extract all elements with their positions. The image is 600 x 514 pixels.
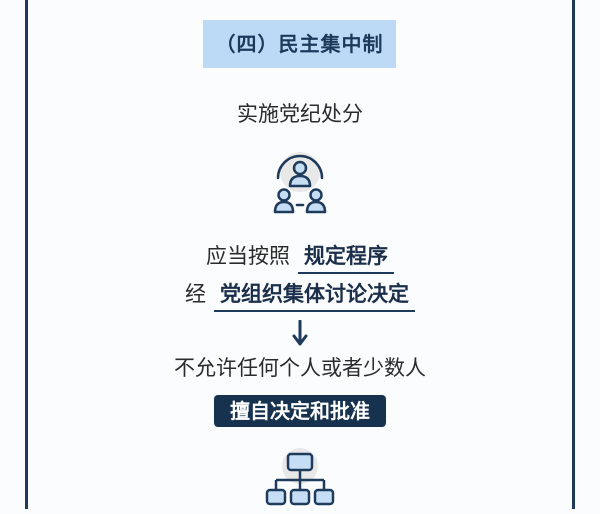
arrow-down-icon [292,319,308,346]
badge-unauthorized-decision: 擅自决定和批准 [214,395,386,427]
line-disciplinary-action: 实施党纪处分 [237,102,363,126]
row-follow-procedure: 应当按照规定程序 [0,240,600,274]
row2-emphasis: 党组织集体讨论决定 [214,278,415,312]
row-collective-decision: 经党组织集体讨论决定 [0,278,600,312]
group-people-icon [266,150,334,218]
frame-right-border [572,0,575,509]
frame-left-border [25,0,28,509]
row1-emphasis: 规定程序 [298,240,394,274]
line-no-individual: 不允许任何个人或者少数人 [174,356,426,380]
row2-prefix: 经 [185,282,206,306]
section-title-tag: （四）民主集中制 [203,20,396,68]
org-chart-icon [262,446,338,510]
row1-prefix: 应当按照 [206,244,290,268]
